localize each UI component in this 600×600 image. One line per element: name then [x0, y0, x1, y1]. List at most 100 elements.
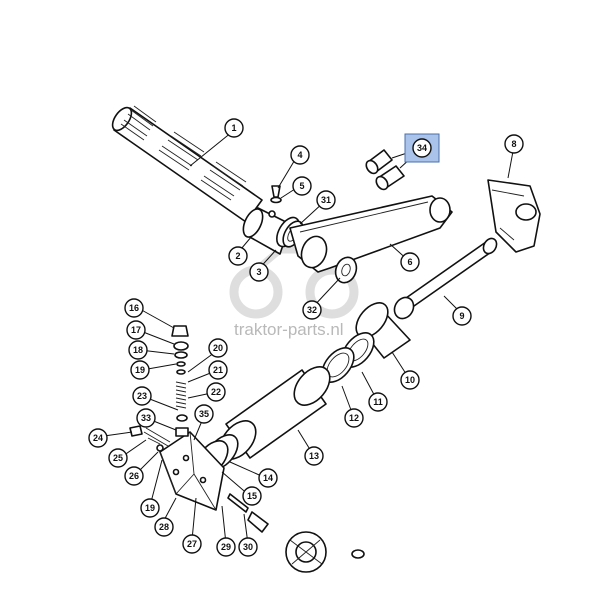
callout-circle — [124, 298, 144, 318]
callout-20: 20 — [208, 338, 228, 358]
callout-circle — [290, 145, 310, 165]
callout-number: 2 — [235, 251, 240, 261]
callout-circle — [108, 448, 128, 468]
small-part-partial — [351, 549, 365, 559]
callout-number: 30 — [243, 542, 253, 552]
callout-number: 3 — [256, 267, 261, 277]
callout-12: 12 — [344, 408, 364, 428]
callout-circle — [208, 338, 228, 358]
callout-34: 34 — [404, 133, 440, 163]
callout-labels: 1234568910111213141516171819192021222324… — [88, 118, 524, 557]
valve-block — [159, 431, 225, 511]
callout-28: 28 — [154, 517, 174, 537]
callout-17: 17 — [126, 320, 146, 340]
callout-10: 10 — [400, 370, 420, 390]
callout-circle — [412, 138, 432, 158]
callout-number: 15 — [247, 491, 257, 501]
callout-5: 5 — [292, 176, 312, 196]
callout-circle — [132, 386, 152, 406]
callout-number: 21 — [213, 365, 223, 375]
callout-8: 8 — [504, 134, 524, 154]
callout-circle — [136, 408, 156, 428]
callout-31: 31 — [316, 190, 336, 210]
bushings — [365, 149, 405, 191]
callout-6: 6 — [400, 252, 420, 272]
callout-25: 25 — [108, 448, 128, 468]
watermark-text: traktor-parts.nl — [234, 320, 344, 339]
callout-number: 32 — [307, 305, 317, 315]
callout-number: 19 — [135, 365, 145, 375]
callout-number: 18 — [133, 345, 143, 355]
callout-1: 1 — [224, 118, 244, 138]
callout-32: 32 — [302, 300, 322, 320]
callout-circle — [194, 404, 214, 424]
lever-housing — [487, 179, 541, 253]
callout-circle — [316, 190, 336, 210]
piston-rod — [393, 237, 498, 320]
callout-number: 10 — [405, 375, 415, 385]
callout-35: 35 — [194, 404, 214, 424]
callout-33: 33 — [136, 408, 156, 428]
callout-circle — [400, 252, 420, 272]
bolts — [129, 425, 269, 533]
thrust-washer — [334, 256, 358, 284]
piston — [355, 302, 411, 359]
callout-11: 11 — [368, 392, 388, 412]
screw-and-washer — [270, 185, 282, 204]
piston-rings — [321, 332, 375, 383]
callout-3: 3 — [249, 262, 269, 282]
callout-29: 29 — [216, 537, 236, 557]
callout-number: 19 — [145, 503, 155, 513]
callout-circle — [124, 466, 144, 486]
callout-number: 14 — [263, 473, 273, 483]
callout-circle — [224, 118, 244, 138]
callout-number: 25 — [113, 453, 123, 463]
callout-number: 5 — [299, 181, 304, 191]
callout-circle — [88, 428, 108, 448]
callout-number: 12 — [349, 413, 359, 423]
callout-number: 33 — [141, 413, 151, 423]
callout-circle — [368, 392, 388, 412]
relief-valve-stack — [171, 325, 189, 437]
callout-number: 24 — [93, 433, 103, 443]
callout-19: 19 — [130, 360, 150, 380]
callout-19: 19 — [140, 498, 160, 518]
callout-circle — [302, 300, 322, 320]
lift-arm — [289, 195, 453, 273]
callout-circle — [140, 498, 160, 518]
callout-15: 15 — [242, 486, 262, 506]
callout-circle — [126, 320, 146, 340]
callout-22: 22 — [206, 382, 226, 402]
callout-number: 31 — [321, 195, 331, 205]
callout-circle — [242, 486, 262, 506]
callout-circle — [344, 408, 364, 428]
callout-circle — [182, 534, 202, 554]
callout-number: 35 — [199, 409, 209, 419]
callout-number: 34 — [417, 143, 427, 153]
callout-4: 4 — [290, 145, 310, 165]
callout-24: 24 — [88, 428, 108, 448]
callout-number: 28 — [159, 522, 169, 532]
callout-circle — [452, 306, 472, 326]
callout-circle — [208, 360, 228, 380]
callout-14: 14 — [258, 468, 278, 488]
callout-circle — [258, 468, 278, 488]
callout-circle — [130, 360, 150, 380]
callout-circle — [292, 176, 312, 196]
callout-circle — [154, 517, 174, 537]
callout-number: 8 — [511, 139, 516, 149]
callout-number: 9 — [459, 311, 464, 321]
callout-number: 4 — [297, 150, 302, 160]
callout-circle — [249, 262, 269, 282]
callout-circle — [216, 537, 236, 557]
callout-number: 26 — [129, 471, 139, 481]
callout-circle — [504, 134, 524, 154]
callout-27: 27 — [182, 534, 202, 554]
callout-number: 11 — [373, 397, 383, 407]
callout-9: 9 — [452, 306, 472, 326]
callout-2: 2 — [228, 246, 248, 266]
callout-number: 1 — [231, 123, 236, 133]
callout-circle — [400, 370, 420, 390]
callout-number: 22 — [211, 387, 221, 397]
callout-number: 23 — [137, 391, 147, 401]
